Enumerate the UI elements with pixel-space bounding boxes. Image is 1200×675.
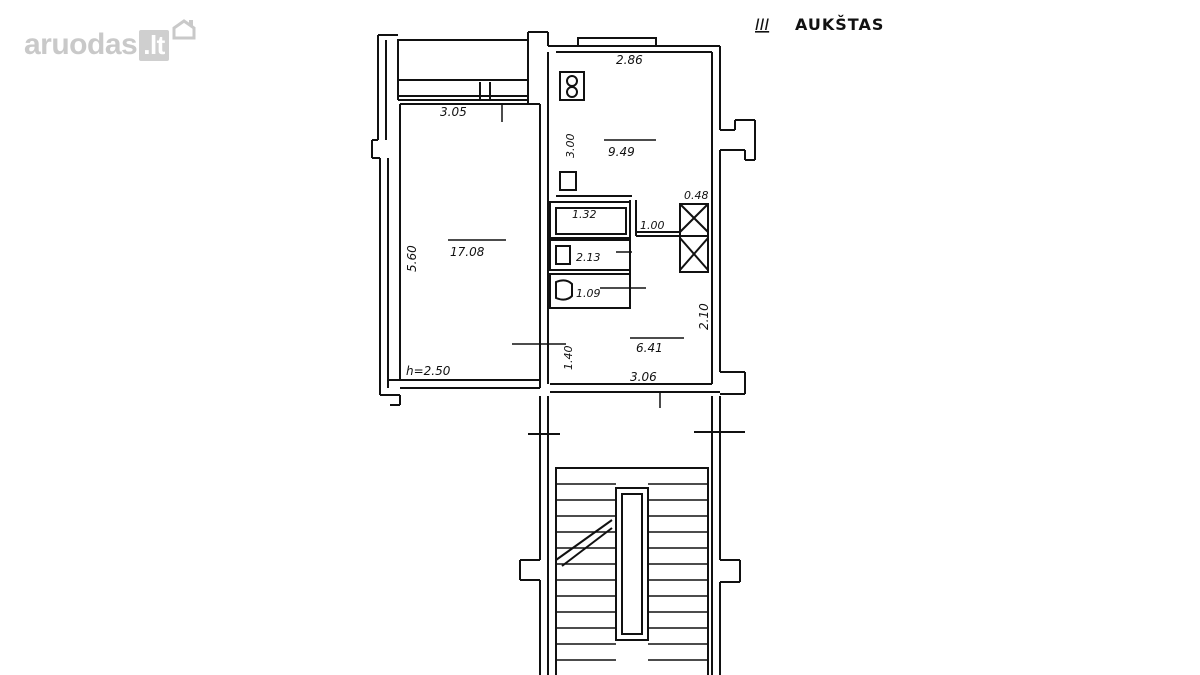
outer-walls xyxy=(371,31,756,406)
room-area-pantry: 1.32 xyxy=(572,208,597,221)
dim-bath-door: 1.00 xyxy=(640,219,665,232)
kitchen-fixtures xyxy=(556,71,632,197)
door-marks xyxy=(501,104,661,408)
stairwell xyxy=(519,396,745,675)
room-area-wc: 1.09 xyxy=(576,287,601,300)
logo-text: aruodas xyxy=(24,28,138,61)
floor-label: AUKŠTAS xyxy=(795,15,884,34)
stair-treads xyxy=(556,483,708,661)
dim-living-length: 5.60 xyxy=(405,245,419,272)
room-area-bath: 2.13 xyxy=(576,251,601,264)
dim-kitchen-length: 3.00 xyxy=(564,134,577,159)
house-icon xyxy=(172,19,196,40)
room-area-kitchen: 9.49 xyxy=(608,145,635,159)
room-area-living: 17.08 xyxy=(450,245,485,259)
logo-tld: .lt xyxy=(139,30,169,61)
floor-numeral: III xyxy=(755,15,769,34)
room-area-hall: 6.41 xyxy=(636,341,663,355)
dim-kitchen-width: 2.86 xyxy=(616,53,643,67)
dim-door-gap: 1.40 xyxy=(562,346,575,371)
dim-ceiling-height: h=2.50 xyxy=(406,364,451,378)
aruodas-logo: aruodas.lt xyxy=(24,19,196,62)
area-underlines xyxy=(448,139,684,339)
bathroom-block xyxy=(549,200,709,309)
dim-living-width: 3.05 xyxy=(440,105,467,119)
dim-hall-width: 3.06 xyxy=(630,370,657,384)
room-area-shaft: 0.48 xyxy=(684,189,709,202)
dim-hall-length: 2.10 xyxy=(697,303,711,330)
